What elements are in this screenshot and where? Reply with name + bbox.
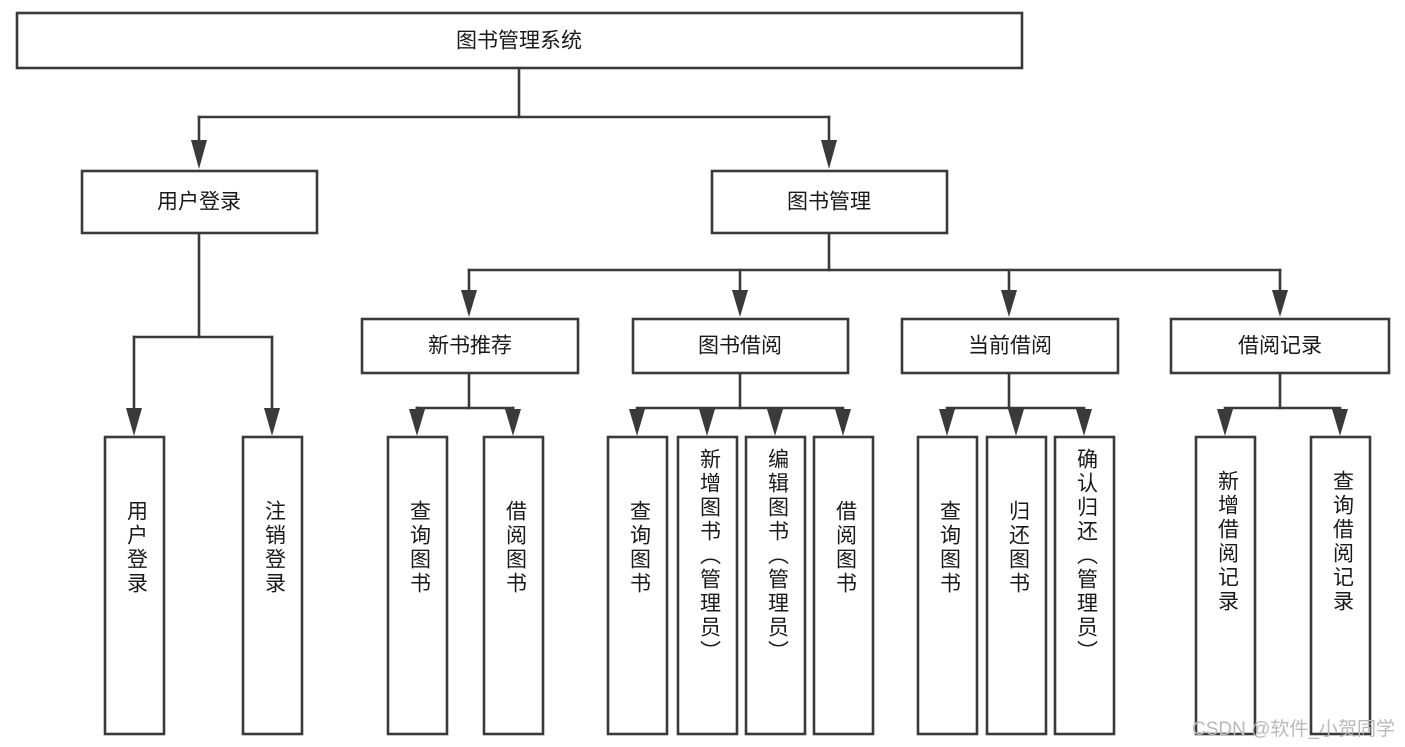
node-current-borrow-label: 当前借阅	[968, 335, 1052, 358]
node-leaf-confirm-return[interactable]: 确认归还（管理员）	[1053, 435, 1116, 736]
node-leaf-user-login-label: 用户登录	[124, 500, 148, 596]
arrow-to-new-book-rec	[461, 290, 477, 317]
node-current-borrow-box[interactable]	[900, 317, 1120, 375]
node-book-borrow-box[interactable]	[631, 317, 850, 375]
node-leaf-user-login-box[interactable]	[103, 435, 166, 736]
node-leaf-edit-book-box[interactable]	[744, 435, 807, 736]
node-leaf-logout[interactable]: 注销登录	[241, 435, 304, 736]
arrow-to-leaf-borrow-book-2	[835, 409, 851, 436]
arrow-to-borrow-record	[1272, 290, 1288, 317]
node-leaf-borrow-book-2-label: 借阅图书	[833, 500, 857, 596]
node-user-login[interactable]: 用户登录	[80, 169, 319, 235]
arrow-to-leaf-user-login	[126, 408, 142, 436]
node-leaf-edit-book-label: 编辑图书（管理员）	[765, 448, 789, 664]
node-user-login-label: 用户登录	[157, 191, 241, 214]
nodes-layer: 图书管理系统 用户登录 图书管理 新书推荐 图书借阅 当前	[15, 11, 1391, 736]
arrow-to-leaf-borrow-book-1	[505, 409, 521, 436]
node-borrow-record-label: 借阅记录	[1238, 335, 1322, 358]
arrow-to-user-login	[191, 140, 207, 169]
node-leaf-query-record-label: 查询借阅记录	[1330, 470, 1354, 614]
node-book-borrow-label: 图书借阅	[698, 335, 782, 358]
node-leaf-borrow-book-1-label: 借阅图书	[503, 500, 527, 596]
node-leaf-return-book-label: 归还图书	[1006, 500, 1030, 596]
node-leaf-add-record-label: 新增借阅记录	[1215, 470, 1239, 614]
arrow-to-leaf-edit-book	[767, 409, 783, 436]
node-user-login-box[interactable]	[80, 169, 319, 235]
arrow-to-leaf-query-record	[1332, 409, 1348, 436]
node-leaf-add-book-label: 新增图书（管理员）	[697, 448, 721, 664]
node-leaf-borrow-book-1-box[interactable]	[482, 435, 545, 736]
node-leaf-edit-book[interactable]: 编辑图书（管理员）	[744, 435, 807, 736]
node-borrow-record[interactable]: 借阅记录	[1169, 317, 1391, 375]
node-new-book-rec-box[interactable]	[360, 317, 580, 375]
arrow-to-book-manage	[821, 140, 837, 169]
node-leaf-user-login[interactable]: 用户登录	[103, 435, 166, 736]
arrow-to-current-borrow	[1001, 290, 1017, 317]
node-leaf-borrow-book-2[interactable]: 借阅图书	[812, 435, 875, 736]
node-leaf-query-book-1[interactable]: 查询图书	[386, 435, 449, 736]
arrow-to-leaf-add-record	[1217, 409, 1233, 436]
arrow-to-leaf-return-book	[1008, 409, 1024, 436]
node-leaf-query-book-2[interactable]: 查询图书	[606, 435, 669, 736]
node-book-borrow[interactable]: 图书借阅	[631, 317, 850, 375]
node-current-borrow[interactable]: 当前借阅	[900, 317, 1120, 375]
node-leaf-add-record[interactable]: 新增借阅记录	[1194, 435, 1257, 736]
arrow-to-leaf-add-book	[699, 409, 715, 436]
node-leaf-query-book-3[interactable]: 查询图书	[916, 435, 979, 736]
node-leaf-query-book-2-label: 查询图书	[627, 500, 651, 596]
node-leaf-borrow-book-2-box[interactable]	[812, 435, 875, 736]
node-root-label: 图书管理系统	[456, 30, 582, 53]
arrow-to-leaf-query-book-2	[629, 409, 645, 436]
node-leaf-query-record[interactable]: 查询借阅记录	[1309, 435, 1372, 736]
arrow-to-leaf-logout	[264, 408, 280, 436]
node-leaf-add-book-box[interactable]	[676, 435, 739, 736]
node-leaf-query-book-3-label: 查询图书	[937, 500, 961, 596]
node-leaf-logout-box[interactable]	[241, 435, 304, 736]
arrow-to-leaf-confirm-return	[1076, 409, 1092, 436]
node-leaf-query-book-1-label: 查询图书	[407, 500, 431, 596]
edges-layer	[126, 66, 1348, 436]
node-leaf-return-book[interactable]: 归还图书	[985, 435, 1048, 736]
node-new-book-rec[interactable]: 新书推荐	[360, 317, 580, 375]
node-book-manage-box[interactable]	[710, 169, 949, 235]
node-leaf-query-book-2-box[interactable]	[606, 435, 669, 736]
node-borrow-record-box[interactable]	[1169, 317, 1391, 375]
arrow-to-leaf-query-book-1	[409, 409, 425, 436]
node-root[interactable]: 图书管理系统	[15, 11, 1024, 70]
node-new-book-rec-label: 新书推荐	[428, 335, 512, 358]
node-leaf-return-book-box[interactable]	[985, 435, 1048, 736]
node-leaf-add-book[interactable]: 新增图书（管理员）	[676, 435, 739, 736]
node-leaf-confirm-return-box[interactable]	[1053, 435, 1116, 736]
node-leaf-add-record-box[interactable]	[1194, 435, 1257, 736]
node-root-box[interactable]	[15, 11, 1024, 70]
node-leaf-borrow-book-1[interactable]: 借阅图书	[482, 435, 545, 736]
arrow-to-leaf-query-book-3	[939, 409, 955, 436]
node-book-manage[interactable]: 图书管理	[710, 169, 949, 235]
node-book-manage-label: 图书管理	[787, 191, 871, 214]
node-leaf-logout-label: 注销登录	[262, 500, 286, 596]
node-leaf-query-book-1-box[interactable]	[386, 435, 449, 736]
node-leaf-query-record-box[interactable]	[1309, 435, 1372, 736]
node-leaf-confirm-return-label: 确认归还（管理员）	[1074, 448, 1098, 664]
node-leaf-query-book-3-box[interactable]	[916, 435, 979, 736]
arrow-to-book-borrow	[732, 290, 748, 317]
